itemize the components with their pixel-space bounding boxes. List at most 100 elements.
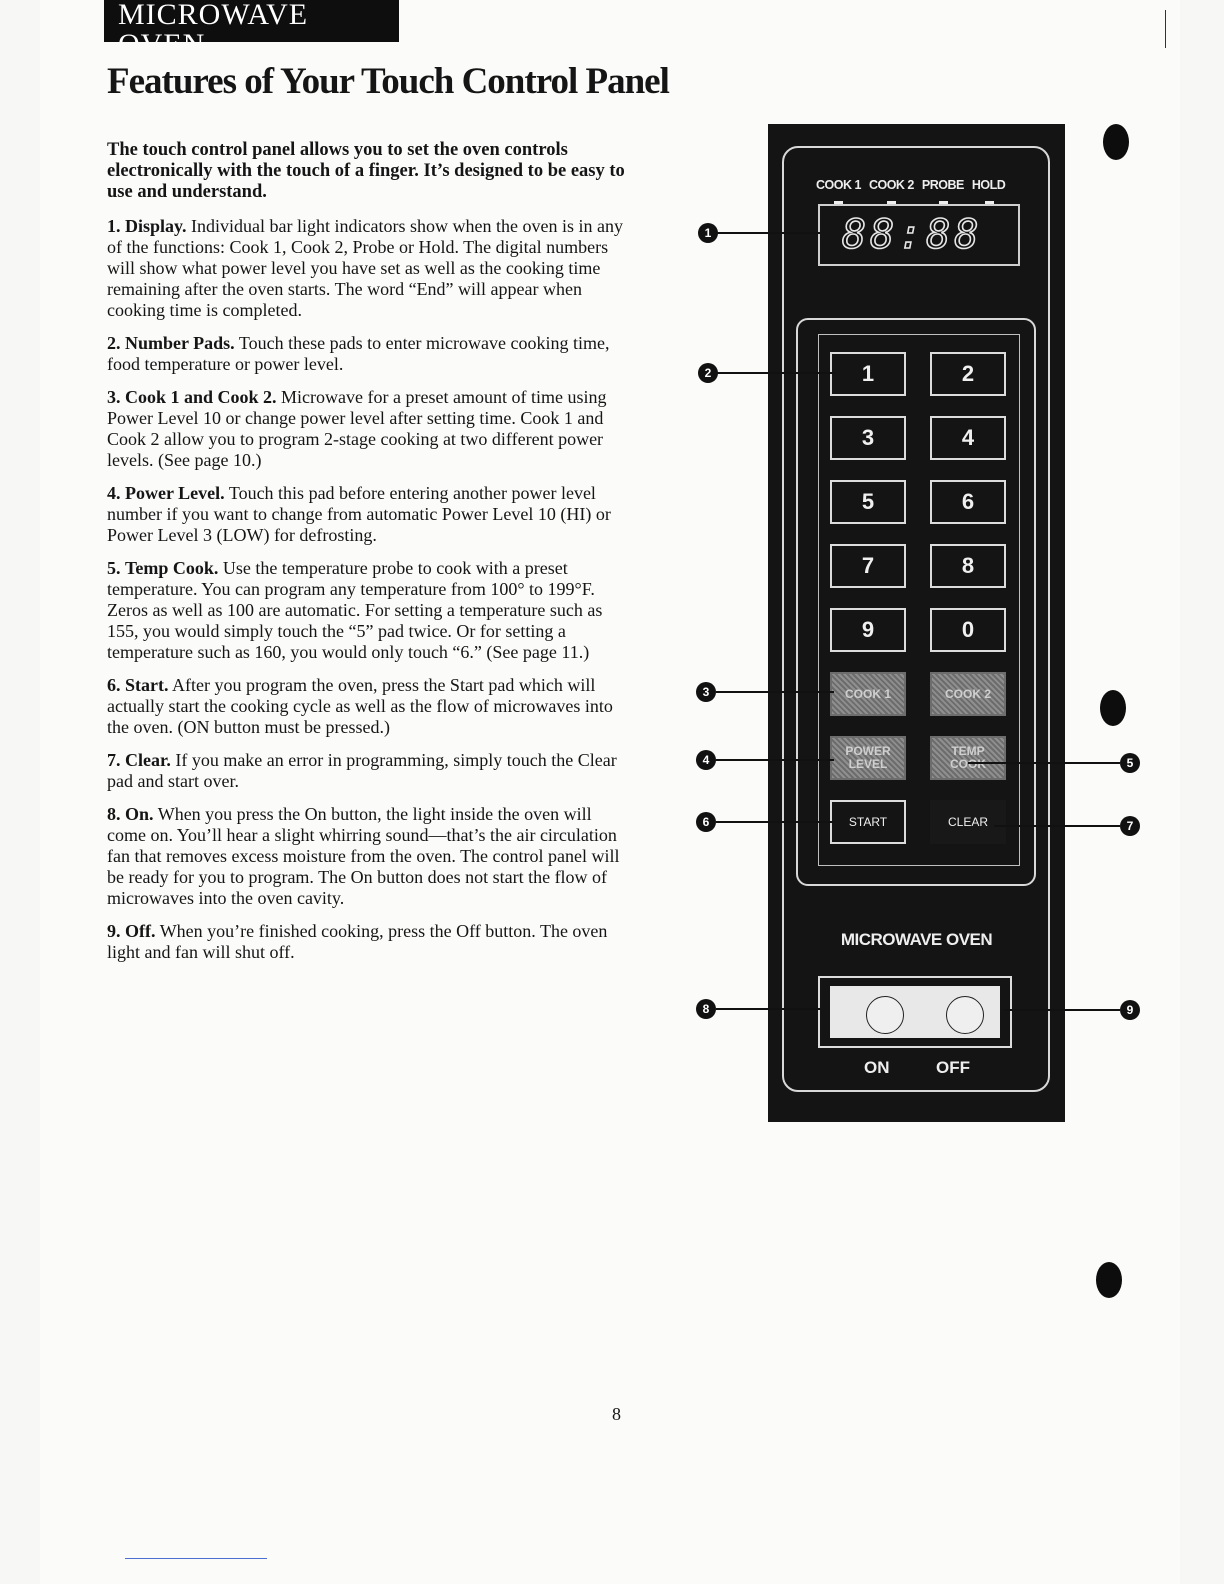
feature-temp-cook: 5. Temp Cook. Use the temperature probe … — [107, 558, 632, 663]
off-button[interactable] — [946, 996, 984, 1034]
feature-number: 7. — [107, 750, 121, 770]
callout-leader-7 — [994, 825, 1120, 827]
feature-number: 9. — [107, 921, 121, 941]
page-number: 8 — [612, 1404, 621, 1424]
key-6[interactable]: 6 — [930, 480, 1006, 524]
callout-7: 7 — [1120, 816, 1140, 836]
binder-hole — [1096, 1262, 1122, 1298]
page-title: Features of Your Touch Control Panel — [107, 61, 670, 102]
intro-paragraph: The touch control panel allows you to se… — [107, 140, 625, 202]
indicator-row: COOK 1 COOK 2 PROBE HOLD — [816, 178, 1026, 204]
indicator-probe: PROBE — [921, 178, 964, 204]
binder-hole — [1103, 124, 1129, 160]
power-button-well — [830, 986, 1000, 1038]
section-header-banner: MICROWAVE OVEN — [104, 0, 399, 42]
feature-number: 5. — [107, 558, 121, 578]
feature-title: Clear. — [125, 750, 171, 770]
callout-6: 6 — [696, 812, 716, 832]
feature-title: Power Level. — [125, 483, 225, 503]
feature-text: Touch these pads to enter microwave cook… — [107, 333, 610, 374]
feature-off: 9. Off. When you’re finished cooking, pr… — [107, 921, 632, 963]
feature-on: 8. On. When you press the On button, the… — [107, 804, 632, 909]
key-7[interactable]: 7 — [830, 544, 906, 588]
key-8[interactable]: 8 — [930, 544, 1006, 588]
digital-display: 88:88 — [818, 204, 1020, 266]
indicator-bar — [833, 201, 843, 204]
callout-3: 3 — [696, 682, 716, 702]
feature-start: 6. Start. After you program the oven, pr… — [107, 675, 632, 738]
feature-power-level: 4. Power Level. Touch this pad before en… — [107, 483, 632, 546]
key-2[interactable]: 2 — [930, 352, 1006, 396]
callout-2: 2 — [698, 363, 718, 383]
indicator-label: HOLD — [971, 178, 1006, 192]
feature-title: Number Pads. — [125, 333, 235, 353]
display-digits: 88:88 — [841, 211, 983, 259]
feature-title: Temp Cook. — [125, 558, 219, 578]
callout-leader-5 — [968, 762, 1120, 764]
footer-rule — [125, 1558, 267, 1559]
feature-number: 3. — [107, 387, 121, 407]
callout-4: 4 — [696, 750, 716, 770]
callout-1: 1 — [698, 223, 718, 243]
callout-leader-4 — [716, 759, 834, 761]
panel-border — [782, 146, 1050, 1092]
start-button[interactable]: START — [830, 800, 906, 844]
feature-title: On. — [125, 804, 154, 824]
feature-title: Display. — [125, 216, 187, 236]
key-9[interactable]: 9 — [830, 608, 906, 652]
callout-leader-6 — [716, 821, 834, 823]
feature-display: 1. Display. Individual bar light indicat… — [107, 216, 632, 321]
feature-clear: 7. Clear. If you make an error in progra… — [107, 750, 632, 792]
feature-text: Individual bar light indicators show whe… — [107, 216, 623, 320]
key-3[interactable]: 3 — [830, 416, 906, 460]
power-button-frame — [818, 976, 1012, 1048]
control-panel-illustration: COOK 1 COOK 2 PROBE HOLD 88:88 1 2 3 4 5… — [768, 124, 1065, 1122]
clear-button[interactable]: CLEAR — [930, 800, 1006, 844]
key-4[interactable]: 4 — [930, 416, 1006, 460]
feature-text: Microwave for a preset amount of time us… — [107, 387, 607, 470]
callout-8: 8 — [696, 999, 716, 1019]
callout-leader-3 — [716, 691, 834, 693]
indicator-bar — [938, 201, 948, 204]
cook1-button[interactable]: COOK 1 — [830, 672, 906, 716]
feature-text: If you make an error in programming, sim… — [107, 750, 617, 791]
indicator-label: COOK 1 — [816, 178, 861, 192]
keypad-frame — [796, 318, 1036, 886]
indicator-bar — [985, 201, 995, 204]
feature-cook1-cook2: 3. Cook 1 and Cook 2. Microwave for a pr… — [107, 387, 632, 471]
feature-number-pads: 2. Number Pads. Touch these pads to ente… — [107, 333, 632, 375]
feature-number: 2. — [107, 333, 121, 353]
feature-text: When you press the On button, the light … — [107, 804, 620, 908]
key-0[interactable]: 0 — [930, 608, 1006, 652]
callout-leader-1 — [716, 232, 820, 234]
key-1[interactable]: 1 — [830, 352, 906, 396]
brand-label: MICROWAVE OVEN — [840, 930, 993, 949]
callout-leader-2 — [716, 372, 836, 374]
feature-number: 6. — [107, 675, 121, 695]
callout-leader-9 — [1004, 1009, 1120, 1011]
indicator-hold: HOLD — [971, 178, 1006, 204]
key-5[interactable]: 5 — [830, 480, 906, 524]
feature-number: 4. — [107, 483, 121, 503]
binder-hole — [1100, 690, 1126, 726]
callout-9: 9 — [1120, 1000, 1140, 1020]
callout-5: 5 — [1120, 753, 1140, 773]
feature-title: Cook 1 and Cook 2. — [125, 387, 277, 407]
keypad-inner-border — [818, 334, 1020, 866]
feature-list: 1. Display. Individual bar light indicat… — [107, 216, 632, 975]
power-level-button[interactable]: POWER LEVEL — [830, 736, 906, 780]
scan-edge-mark — [1165, 10, 1166, 48]
on-button[interactable] — [866, 996, 904, 1034]
cook2-button[interactable]: COOK 2 — [930, 672, 1006, 716]
indicator-label: PROBE — [921, 178, 964, 192]
callout-leader-8 — [716, 1008, 820, 1010]
on-label: ON — [864, 1058, 890, 1077]
off-label: OFF — [936, 1058, 970, 1077]
temp-cook-button[interactable]: TEMP COOK — [930, 736, 1006, 780]
feature-text: After you program the oven, press the St… — [107, 675, 613, 737]
indicator-cook1: COOK 1 — [816, 178, 861, 204]
feature-title: Off. — [125, 921, 156, 941]
indicator-cook2: COOK 2 — [869, 178, 914, 204]
feature-text: Use the temperature probe to cook with a… — [107, 558, 603, 662]
feature-text: Touch this pad before entering another p… — [107, 483, 611, 545]
